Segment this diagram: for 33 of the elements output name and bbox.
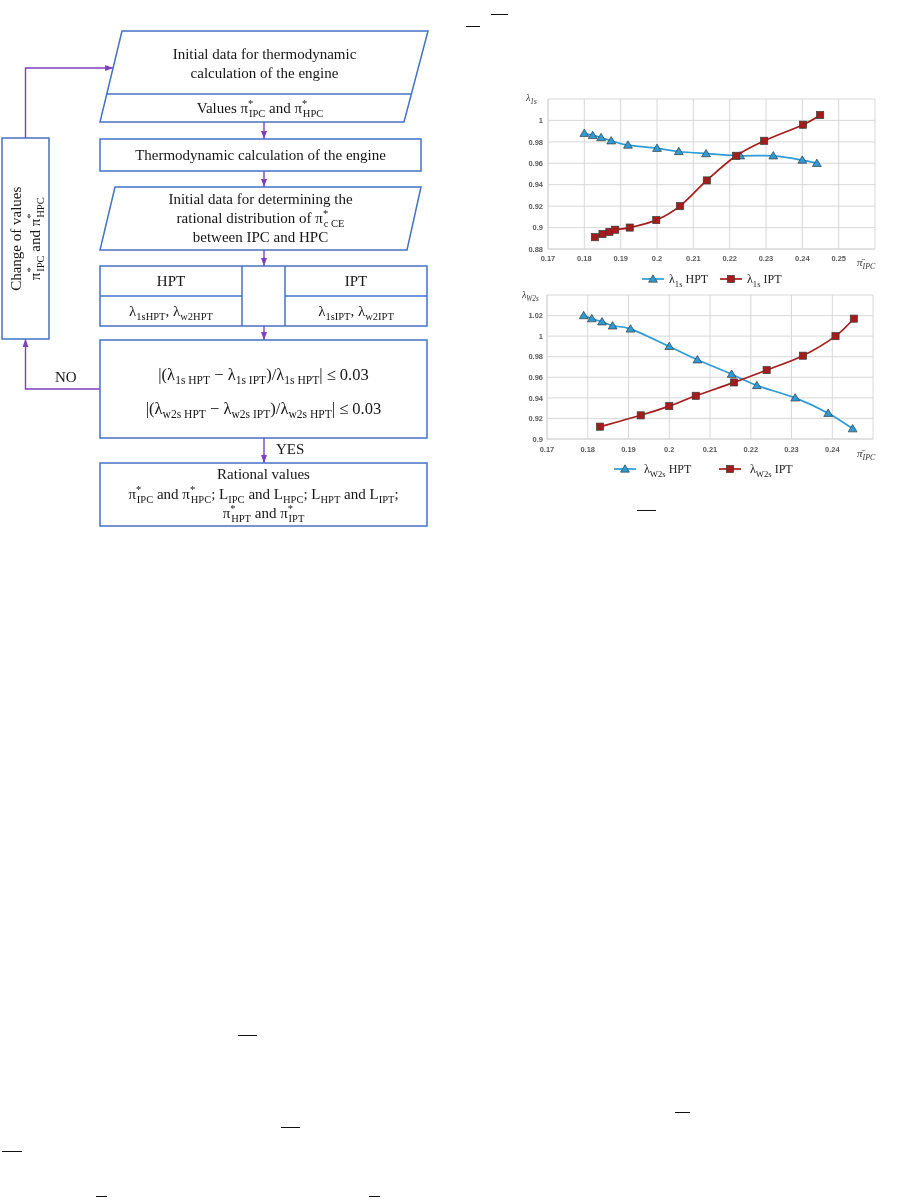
axis-label: π̄$_{IPC}$ [857, 447, 876, 463]
legend-text: λ$_{W2s}$ IPT [750, 462, 793, 478]
arrow [261, 437, 267, 464]
arrow [24, 65, 114, 139]
arrow [261, 249, 267, 267]
legend-text: λ$_{W2s}$ HPT [644, 462, 692, 478]
parameter-table-box [100, 266, 427, 326]
condition-box [100, 340, 427, 438]
arrow [261, 170, 267, 188]
result-box [100, 463, 427, 526]
formula-text: λ$_{1sIPT}$, λ$_{w2IPT}$ [318, 301, 394, 321]
arrow [261, 121, 267, 140]
column-heading: IPT [344, 271, 368, 291]
formula-text: |(λ$_{w2s HPT}$ − λ$_{w2s IPT}$)/λ$_{w2s HPT}$| ≤ 0.03 [145, 398, 382, 420]
formula-text: |(λ$_{1s HPT}$ − λ$_{1s IPT}$)/λ$_{1s HPT}$| ≤ 0.03 [158, 364, 369, 386]
axis-label: π̄$_{IPC}$ [857, 256, 876, 272]
edge-label: NO [55, 370, 77, 385]
edge-label: YES [276, 442, 305, 457]
axis-label: λ$_{W2s}$ [522, 289, 539, 303]
process-box [2, 138, 49, 339]
axis-label: λ$_{1s}$ [526, 92, 537, 106]
node-text: Initial data for thermodynamic calculation of the engine [171, 44, 358, 83]
input-parallelogram [100, 187, 421, 250]
node-text: Thermodynamic calculation of the engine [135, 145, 386, 165]
legend-text: λ$_{1s}$ IPT [747, 272, 782, 288]
legend-text: λ$_{1s}$ HPT [669, 272, 709, 288]
node-heading: Rational values [217, 465, 310, 484]
input-parallelogram [100, 31, 429, 122]
column-heading: HPT [156, 271, 186, 291]
arrow [22, 338, 101, 390]
formula-text: λ$_{1sHPT}$, λ$_{w2HPT}$ [129, 301, 213, 321]
process-box [100, 139, 421, 171]
arrow [261, 325, 267, 341]
